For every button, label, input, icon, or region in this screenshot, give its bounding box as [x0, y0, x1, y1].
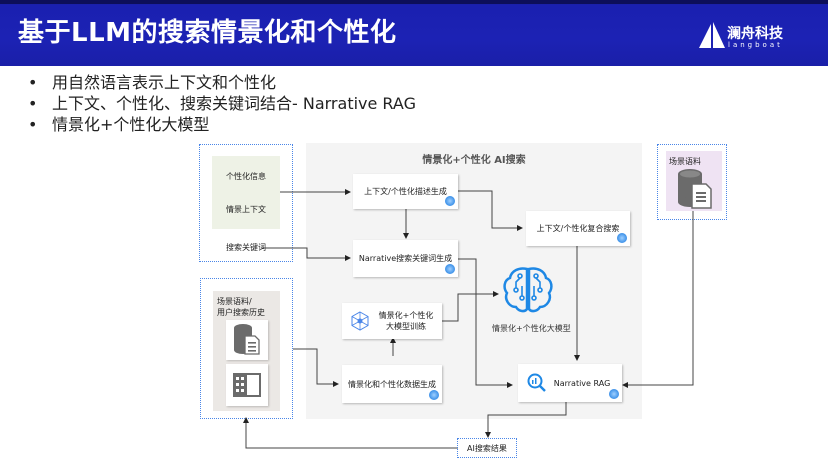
input-group	[199, 144, 293, 262]
box-label-line2: 大模型训练	[385, 322, 426, 331]
scene-context-label: 情景上下文	[226, 205, 266, 214]
context-block	[212, 156, 280, 229]
box-label: Narrative搜索关键词生成	[358, 254, 453, 263]
panel-title: 情景化+个性化 AI搜索	[422, 155, 526, 166]
logo-text-cn: 澜舟科技	[727, 26, 783, 42]
context-description-gen-box: 上下文/个性化描述生成	[353, 174, 458, 209]
history-label-1: 场景语料/	[217, 297, 252, 306]
narrative-rag-box: Narrative RAG	[518, 364, 622, 402]
openai-badge-icon	[617, 233, 627, 243]
box-label: 情景化+个性化大模型训练	[379, 310, 434, 332]
search-result-box	[457, 438, 517, 458]
box-label: 上下文/个性化复合搜索	[536, 224, 620, 233]
langboat-logo: 澜舟科技 langboat	[697, 20, 817, 52]
openai-badge-icon	[609, 389, 619, 399]
box-label: 上下文/个性化描述生成	[364, 187, 447, 196]
box-label: 情景化和个性化数据生成	[348, 379, 436, 389]
bullet-item: 情景化+个性化大模型	[28, 114, 416, 135]
building-icon	[233, 373, 261, 397]
bullet-item: 上下文、个性化、搜索关键词结合- Narrative RAG	[28, 93, 416, 114]
logo-text-en: langboat	[728, 41, 783, 49]
llm-label: 情景化+个性化大模型	[492, 324, 571, 333]
header-top-line	[0, 0, 828, 4]
database-document-icon	[234, 324, 260, 355]
sail-icon	[699, 22, 725, 48]
openai-badge-icon	[445, 196, 455, 206]
search-result-label: AI搜索结果	[467, 444, 507, 453]
keyword-gen-box: Narrative搜索关键词生成	[353, 240, 458, 277]
openai-badge-icon	[445, 264, 455, 274]
box-label-line1: 情景化+个性化	[378, 311, 434, 320]
header-banner: 基于LLM的搜索情景化和个性化 澜舟科技 langboat	[0, 0, 828, 66]
scene-corpus-label: 场景语料	[669, 157, 701, 166]
bullet-list: 用自然语言表示上下文和个性化 上下文、个性化、搜索关键词结合- Narrativ…	[28, 72, 416, 135]
neural-network-icon	[351, 311, 369, 331]
composite-search-box: 上下文/个性化复合搜索	[526, 211, 630, 246]
corpus-tile	[226, 320, 268, 360]
history-label-2: 用户搜索历史	[217, 308, 265, 317]
bullet-item: 用自然语言表示上下文和个性化	[28, 72, 416, 93]
ai-brain-icon	[503, 267, 553, 313]
history-tile	[226, 364, 268, 406]
data-generation-box: 情景化和个性化数据生成	[342, 365, 442, 403]
box-label: Narrative RAG	[553, 378, 611, 388]
openai-badge-icon	[429, 390, 439, 400]
search-analytics-icon	[527, 373, 546, 392]
scene-corpus-group	[657, 144, 727, 220]
personal-info-label: 个性化信息	[226, 172, 266, 181]
page-title: 基于LLM的搜索情景化和个性化	[18, 18, 397, 48]
model-training-box: 情景化+个性化大模型训练	[342, 303, 442, 339]
search-keywords-label: 搜索关键词	[226, 243, 266, 252]
database-document-icon	[678, 169, 712, 209]
